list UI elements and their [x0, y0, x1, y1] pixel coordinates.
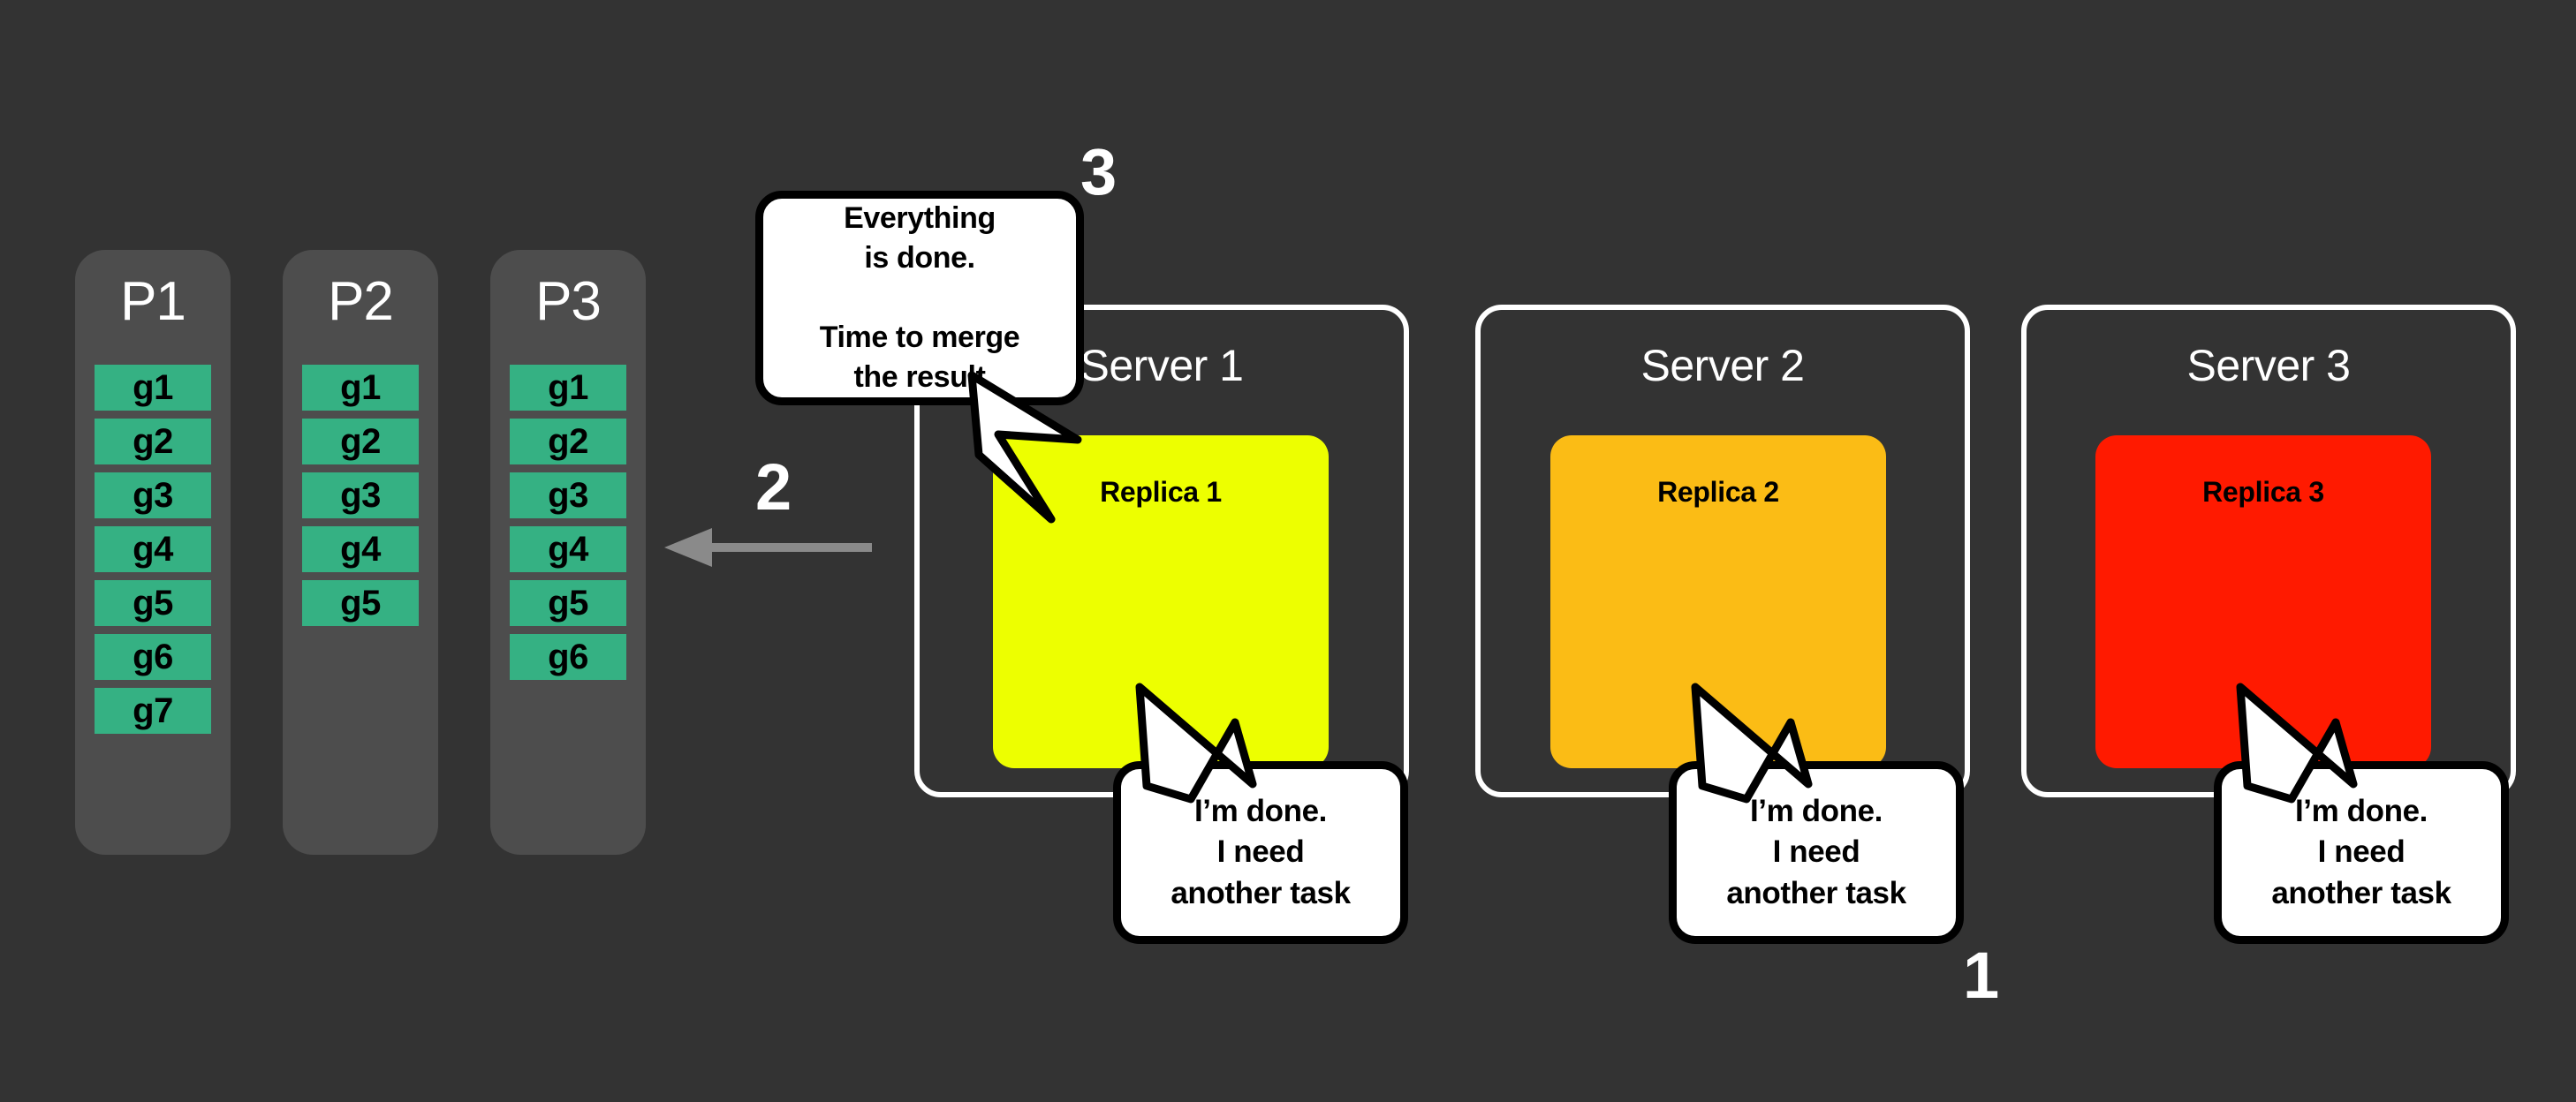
merge-arrow-icon [664, 528, 872, 567]
chunk-item[interactable]: g4 [302, 526, 419, 572]
chunk-item[interactable]: g3 [95, 472, 211, 518]
partition-p2-chunk-list: g1 g2 g3 g4 g5 [302, 365, 419, 634]
chunk-item[interactable]: g2 [302, 419, 419, 464]
chunk-item[interactable]: g1 [510, 365, 626, 411]
replica-2-label: Replica 2 [1657, 476, 1779, 508]
done-bubble-1-text: I’m done. I need another task [1171, 794, 1351, 910]
done-bubble-2-text: I’m done. I need another task [1726, 794, 1906, 910]
partition-p2[interactable]: P2 g1 g2 g3 g4 g5 [283, 250, 438, 855]
chunk-item[interactable]: g7 [95, 688, 211, 734]
step-number-1: 1 [1963, 939, 1999, 1012]
partition-p3-title: P3 [535, 271, 602, 332]
chunk-item[interactable]: g5 [510, 580, 626, 626]
partition-p1-title: P1 [120, 271, 186, 332]
partition-p3[interactable]: P3 g1 g2 g3 g4 g5 g6 [490, 250, 646, 855]
chunk-item[interactable]: g1 [95, 365, 211, 411]
replica-1-label: Replica 1 [1100, 476, 1222, 508]
done-bubble-1[interactable]: I’m done. I need another task [1113, 761, 1408, 944]
partition-p2-title: P2 [328, 271, 394, 332]
server-1-title: Server 1 [1080, 341, 1244, 390]
server-3-title: Server 3 [2186, 341, 2351, 390]
chunk-item[interactable]: g2 [95, 419, 211, 464]
arrow-shaft [710, 543, 872, 552]
chunk-item[interactable]: g3 [302, 472, 419, 518]
chunk-item[interactable]: g4 [510, 526, 626, 572]
done-bubble-3-text: I’m done. I need another task [2271, 794, 2451, 910]
step-number-3: 3 [1080, 135, 1117, 208]
chunk-item[interactable]: g6 [95, 634, 211, 680]
merge-result-bubble-text: Everything is done. Time to merge the re… [819, 201, 1020, 394]
step-number-2: 2 [755, 450, 792, 524]
chunk-item[interactable]: g5 [95, 580, 211, 626]
chunk-item[interactable]: g1 [302, 365, 419, 411]
done-bubble-2[interactable]: I’m done. I need another task [1669, 761, 1964, 944]
chunk-item[interactable]: g4 [95, 526, 211, 572]
server-2-title: Server 2 [1640, 341, 1805, 390]
replica-1-box[interactable]: Replica 1 [993, 435, 1329, 768]
chunk-item[interactable]: g3 [510, 472, 626, 518]
merge-result-bubble[interactable]: Everything is done. Time to merge the re… [755, 191, 1084, 405]
arrow-head [664, 528, 712, 567]
chunk-item[interactable]: g5 [302, 580, 419, 626]
replica-3-label: Replica 3 [2202, 476, 2324, 508]
replica-3-box[interactable]: Replica 3 [2095, 435, 2431, 768]
replica-2-box[interactable]: Replica 2 [1550, 435, 1886, 768]
chunk-item[interactable]: g2 [510, 419, 626, 464]
done-bubble-3[interactable]: I’m done. I need another task [2214, 761, 2509, 944]
partition-p3-chunk-list: g1 g2 g3 g4 g5 g6 [510, 365, 626, 688]
partition-p1-chunk-list: g1 g2 g3 g4 g5 g6 g7 [95, 365, 211, 742]
chunk-item[interactable]: g6 [510, 634, 626, 680]
partition-p1[interactable]: P1 g1 g2 g3 g4 g5 g6 g7 [75, 250, 231, 855]
